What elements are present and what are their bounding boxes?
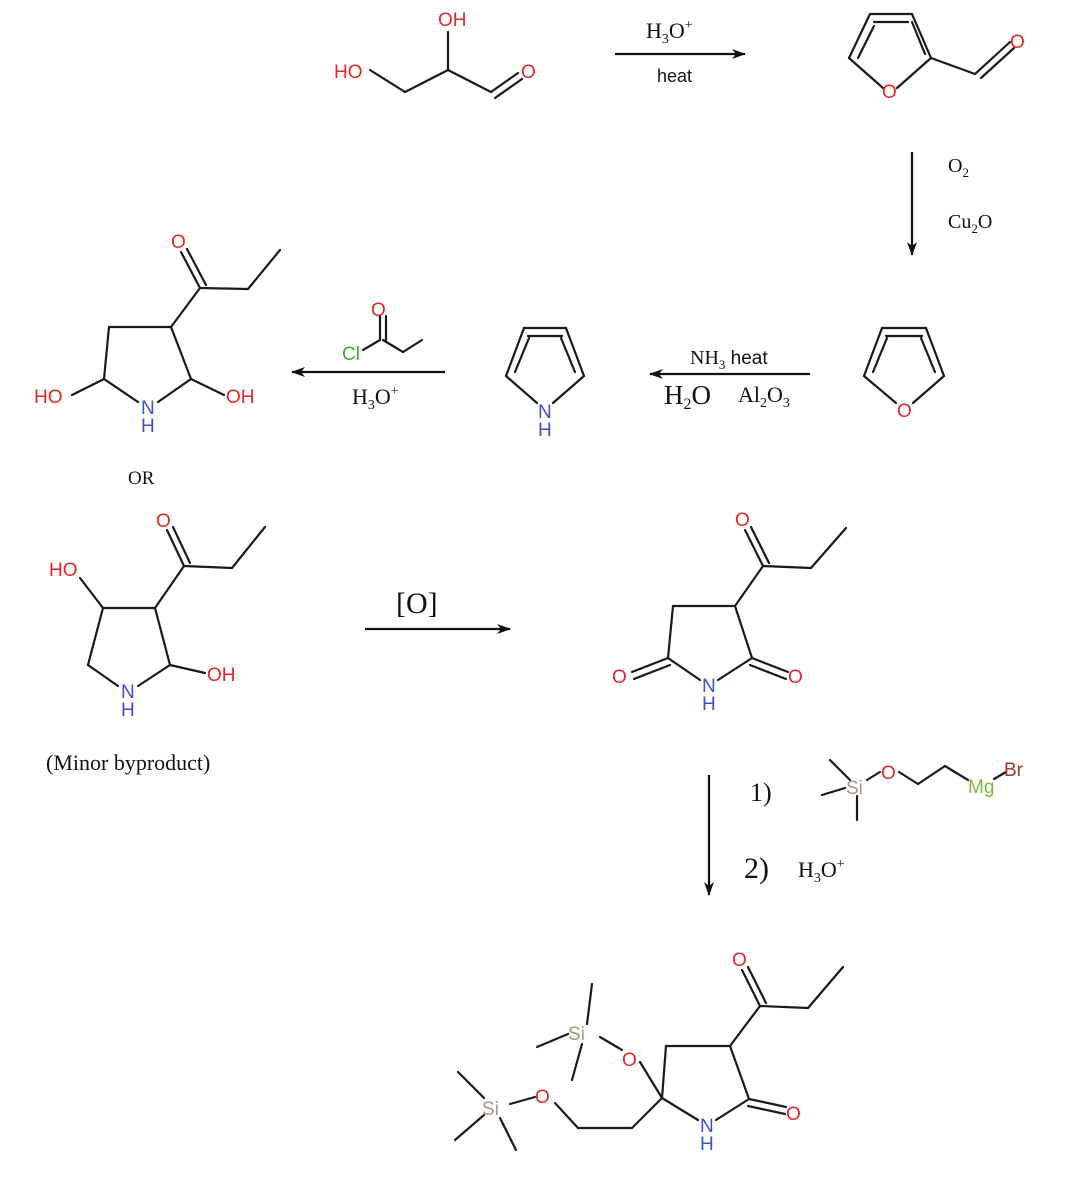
reagent-al2o3: Al2O3 xyxy=(738,382,790,411)
or-label: OR xyxy=(128,468,155,489)
diol-product: O HO OH N H xyxy=(34,232,282,437)
reagent-cu2o: Cu2O xyxy=(948,211,992,236)
atom-h: H xyxy=(121,700,135,721)
reagent-nh3-heat: NH3 heat xyxy=(690,347,768,372)
step-2-label: 2) xyxy=(744,852,769,885)
atom-h: H xyxy=(700,1134,714,1155)
atom-n: N xyxy=(121,682,135,703)
arrow-4: O Cl H3O+ xyxy=(291,300,445,413)
atom-o: O xyxy=(786,1104,801,1125)
atom-ho: HO xyxy=(334,62,363,83)
arrow-2: O2 Cu2O xyxy=(907,152,992,256)
condition-heat: heat xyxy=(657,66,692,86)
step-1-label: 1) xyxy=(750,778,772,807)
atom-oh: OH xyxy=(226,387,255,408)
atom-o: O xyxy=(371,300,386,321)
reagent-h3o: H3O+ xyxy=(352,384,399,413)
reagent-o2: O2 xyxy=(948,155,969,180)
reagent-h3o: H3O+ xyxy=(646,18,693,47)
atom-oh: OH xyxy=(438,10,467,31)
atom-o: O xyxy=(612,667,627,688)
atom-o: O xyxy=(535,1087,550,1108)
glyceraldehyde: OH HO O xyxy=(334,10,536,100)
reagent-h3o: H3O+ xyxy=(798,857,845,886)
atom-oh: OH xyxy=(207,665,236,686)
atom-o: O xyxy=(622,1050,637,1071)
atom-ho: HO xyxy=(49,560,78,581)
atom-o: O xyxy=(788,667,803,688)
atom-n: N xyxy=(700,1116,714,1137)
atom-h: H xyxy=(141,416,155,437)
atom-si: Si xyxy=(846,778,863,799)
atom-o: O xyxy=(1010,32,1025,53)
arrow-5: [O] xyxy=(365,587,511,634)
atom-o: O xyxy=(881,763,896,784)
atom-si: Si xyxy=(568,1024,585,1045)
atom-o: O xyxy=(521,62,536,83)
minor-byproduct-label: (Minor byproduct) xyxy=(46,750,210,775)
grignard-reagent: Si O Mg Br xyxy=(820,758,1024,822)
reagent-oxidation: [O] xyxy=(396,587,438,620)
atom-si: Si xyxy=(482,1099,499,1120)
reagent-h2o: H2O xyxy=(664,380,711,413)
final-product: O O N H O Si O Si xyxy=(453,950,845,1155)
atom-o: O xyxy=(897,401,912,422)
arrow-6: 1) 2) H3O+ Si O Mg Br xyxy=(704,758,1024,896)
minor-byproduct: O HO OH N H xyxy=(49,511,267,721)
atom-ho: HO xyxy=(34,387,63,408)
atom-n: N xyxy=(141,398,155,419)
arrow-3: NH3 heat H2O Al2O3 xyxy=(649,347,810,413)
atom-mg: Mg xyxy=(968,777,994,798)
pyrrole: N H xyxy=(504,326,586,441)
atom-n: N xyxy=(538,402,552,423)
atom-br: Br xyxy=(1004,760,1024,781)
succinimide-product: O O O N H xyxy=(612,510,848,715)
atom-h: H xyxy=(538,420,552,441)
furan: O xyxy=(862,326,946,422)
atom-o: O xyxy=(156,511,171,532)
atom-o: O xyxy=(171,232,186,253)
atom-cl: Cl xyxy=(342,344,360,365)
atom-o: O xyxy=(732,950,747,971)
atom-o: O xyxy=(882,82,897,103)
arrow-1: H3O+ heat xyxy=(615,18,746,86)
atom-h: H xyxy=(702,694,716,715)
atom-o: O xyxy=(735,510,750,531)
furfural: O O xyxy=(847,12,1025,103)
atom-n: N xyxy=(702,676,716,697)
